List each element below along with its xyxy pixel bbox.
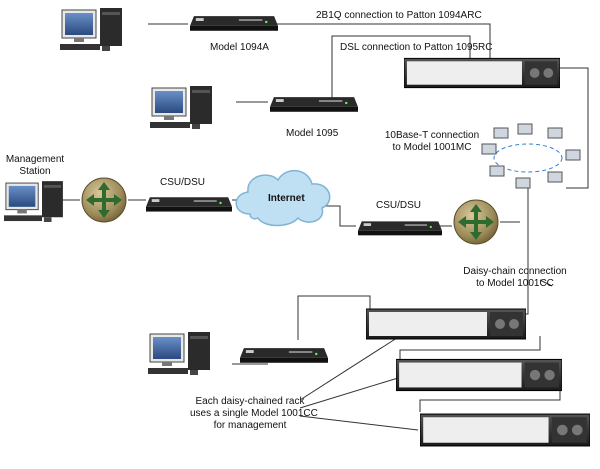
label-daisy-line1: Daisy-chain connection bbox=[463, 266, 567, 277]
line-rack-lan bbox=[558, 67, 589, 189]
rack-daisy-2 bbox=[396, 358, 562, 392]
line-rack1-rack2 bbox=[399, 336, 541, 360]
label-note-line2: uses a single Model 1001CC bbox=[190, 408, 318, 419]
label-csu-dsu-right: CSU/DSU bbox=[376, 200, 422, 211]
line-lan-daisy bbox=[520, 178, 529, 315]
label-station: Station bbox=[19, 166, 51, 177]
arrow-rack3 bbox=[299, 415, 419, 431]
label-dsl-connection: DSL connection to Patton 1095RC bbox=[340, 42, 493, 53]
workstation-top bbox=[60, 7, 123, 52]
rack-1094arc-1095rc bbox=[404, 57, 560, 89]
router-left bbox=[81, 177, 127, 223]
label-model-1095: Model 1095 bbox=[286, 128, 339, 139]
label-10baset-line2: to Model 1001MC bbox=[392, 142, 472, 153]
line-cloud-csu2 bbox=[318, 205, 356, 227]
label-model-1094a: Model 1094A bbox=[210, 42, 269, 53]
router-right bbox=[453, 199, 499, 245]
arrow-rack2 bbox=[299, 377, 399, 409]
label-management: Management bbox=[5, 154, 65, 165]
rack-daisy-3 bbox=[420, 413, 590, 447]
label-daisy-line2: to Model 1001CC bbox=[476, 278, 554, 289]
workstation-second bbox=[150, 85, 213, 130]
label-10baset-line1: 10Base-T connection bbox=[384, 130, 480, 141]
line-modem-rack bbox=[297, 295, 371, 340]
management-station bbox=[4, 180, 64, 223]
modem-bottom bbox=[240, 348, 328, 363]
label-note-line1: Each daisy-chained rack bbox=[195, 396, 305, 407]
lan-cluster bbox=[481, 123, 581, 189]
connection-lines bbox=[52, 23, 589, 431]
workstation-bottom bbox=[148, 331, 211, 376]
line-dsl bbox=[331, 35, 471, 100]
csu-dsu-right bbox=[358, 221, 442, 236]
label-internet: Internet bbox=[268, 193, 305, 204]
label-note-line3: for management bbox=[213, 420, 287, 431]
label-csu-dsu-left: CSU/DSU bbox=[160, 177, 206, 188]
arrow-daisy bbox=[539, 279, 553, 287]
modem-1094a bbox=[190, 16, 278, 31]
internet-cloud bbox=[235, 170, 331, 227]
label-2b1q-connection: 2B1Q connection to Patton 1094ARC bbox=[316, 10, 482, 21]
line-2b1q bbox=[276, 23, 491, 58]
csu-dsu-left bbox=[146, 197, 232, 212]
line-rack2-rack3 bbox=[419, 384, 561, 412]
arrow-rack1 bbox=[299, 335, 401, 401]
rack-daisy-1 bbox=[366, 308, 526, 340]
modem-1095 bbox=[270, 97, 358, 112]
